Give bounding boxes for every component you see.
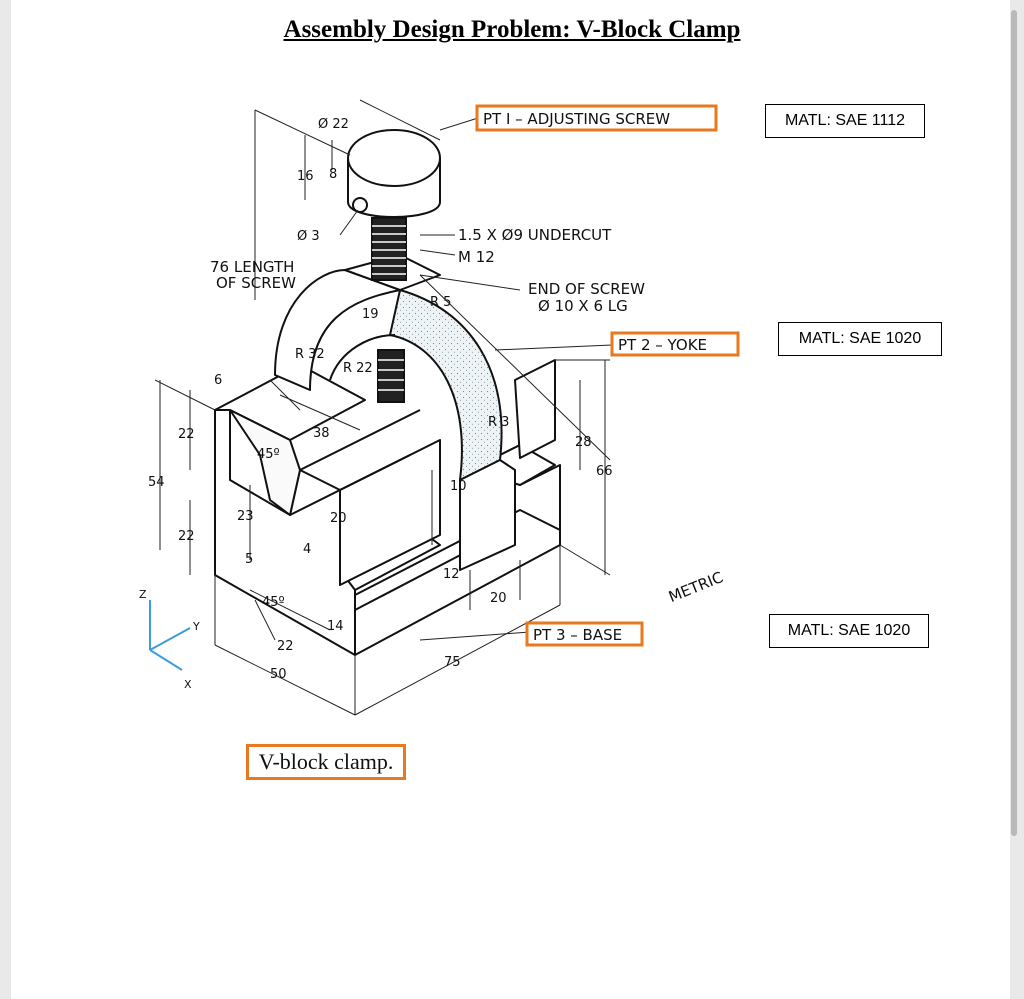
part3-label: PT 3 – BASE xyxy=(533,626,622,644)
page-title: Assembly Design Problem: V-Block Clamp xyxy=(283,16,741,43)
dim-8: 8 xyxy=(329,167,337,182)
dim-20-step: 20 xyxy=(330,511,347,526)
scrollbar[interactable] xyxy=(1011,10,1017,836)
dim-r22: R 22 xyxy=(343,361,373,376)
metric-stamp: METRIC xyxy=(666,568,726,606)
yoke-right-leg xyxy=(514,359,556,459)
adjusting-screw xyxy=(347,129,441,403)
base-slot-line2 xyxy=(299,409,421,471)
base-lower-lip xyxy=(354,509,561,596)
dim-45-bottom: 45º xyxy=(262,595,285,610)
end-of-screw-note: END OF SCREW xyxy=(528,280,645,298)
axis-triad xyxy=(149,600,191,671)
dim-5: 5 xyxy=(245,552,253,567)
dim-54: 54 xyxy=(148,475,165,490)
yoke-inner-arch xyxy=(329,334,396,381)
dim-r3: R 3 xyxy=(488,415,509,430)
part1-label: PT I – ADJUSTING SCREW xyxy=(483,110,670,128)
dimension-lines xyxy=(154,99,613,716)
axis-y-label: Y xyxy=(192,620,200,633)
dim-23: 23 xyxy=(237,509,254,524)
dim-22-lower: 22 xyxy=(178,529,195,544)
dim-r32: R 32 xyxy=(295,347,325,362)
screw-length-note: 76 LENGTH xyxy=(210,258,294,276)
yoke-arch-stippled xyxy=(389,289,503,481)
part2-label: PT 2 – YOKE xyxy=(618,336,707,354)
thread-note: M 12 xyxy=(458,248,495,266)
dim-4: 4 xyxy=(303,542,311,557)
undercut-note: 1.5 X Ø9 UNDERCUT xyxy=(458,226,612,244)
dim-38: 38 xyxy=(313,426,330,441)
dim-28: 28 xyxy=(575,435,592,450)
yoke-front-leg xyxy=(459,459,516,571)
figure-caption: V-block clamp. xyxy=(246,744,406,780)
end-of-screw-size: Ø 10 X 6 LG xyxy=(538,297,628,315)
dim-19: 19 xyxy=(362,307,379,322)
dim-6: 6 xyxy=(214,373,222,388)
dim-20-base: 20 xyxy=(490,591,507,606)
dim-14: 14 xyxy=(327,619,344,634)
dim-45-top: 45º xyxy=(257,447,280,462)
material-box-base: MATL: SAE 1020 xyxy=(769,614,929,648)
axis-z-label: Z xyxy=(139,588,147,601)
base-slot-line xyxy=(289,454,411,516)
dim-dia-3: Ø 3 xyxy=(297,229,320,244)
material-box-screw: MATL: SAE 1112 xyxy=(765,104,925,138)
material-box-yoke: MATL: SAE 1020 xyxy=(778,322,942,356)
screw-length-note-2: OF SCREW xyxy=(216,274,296,292)
dim-66: 66 xyxy=(596,464,613,479)
dim-12: 12 xyxy=(443,567,460,582)
dim-75: 75 xyxy=(444,655,461,670)
dim-r5: R 5 xyxy=(430,295,451,310)
part2-highlight xyxy=(610,331,740,357)
dim-22-upper: 22 xyxy=(178,427,195,442)
part3-highlight xyxy=(525,621,644,647)
dim-22-base: 22 xyxy=(277,639,294,654)
dim-50: 50 xyxy=(270,667,287,682)
axis-x-label: X xyxy=(184,678,192,691)
dim-16: 16 xyxy=(297,169,314,184)
part1-highlight xyxy=(475,104,718,132)
dim-dia-22: Ø 22 xyxy=(318,117,349,132)
dim-10: 10 xyxy=(450,479,467,494)
